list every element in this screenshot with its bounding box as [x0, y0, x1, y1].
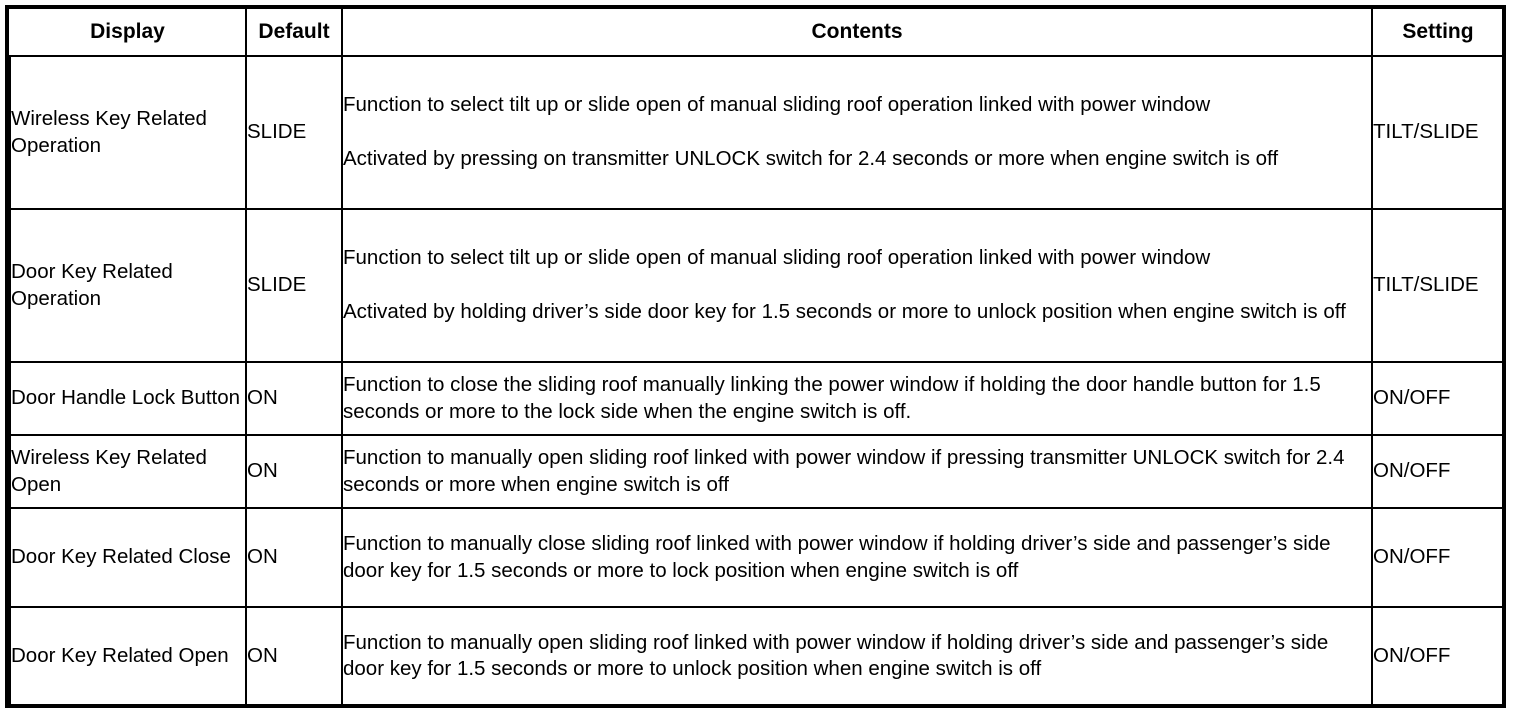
column-header-contents: Contents: [341, 9, 1373, 57]
cell-contents: Function to manually open sliding roof l…: [341, 434, 1373, 509]
table-row: Wireless Key Related Open ON Function to…: [9, 434, 1504, 509]
contents-paragraph: Function to manually open sliding roof l…: [343, 630, 1329, 680]
column-header-display: Display: [10, 9, 247, 57]
table-body: Wireless Key Related Operation SLIDE Fun…: [9, 55, 1504, 704]
contents-paragraph: Activated by pressing on transmitter UNL…: [343, 147, 1279, 171]
contents-paragraph: Activated by holding driver’s side door …: [343, 300, 1346, 324]
cell-display: Door Key Related Close: [9, 507, 247, 608]
cell-contents: Function to manually close sliding roof …: [341, 507, 1373, 608]
contents-paragraph: Function to select tilt up or slide open…: [343, 246, 1211, 270]
cell-setting: TILT/SLIDE: [1371, 208, 1504, 363]
cell-display: Wireless Key Related Open: [9, 434, 247, 509]
cell-setting: ON/OFF: [1371, 507, 1504, 608]
cell-setting: ON/OFF: [1371, 434, 1504, 509]
contents-paragraph: Function to manually close sliding roof …: [343, 532, 1331, 582]
table-row: Door Handle Lock Button ON Function to c…: [9, 361, 1504, 436]
table-row: Door Key Related Open ON Function to man…: [9, 606, 1504, 704]
cell-display: Door Key Related Operation: [9, 208, 247, 363]
spec-table-container: Display Default Contents Setting Wireles…: [5, 5, 1506, 708]
column-header-setting: Setting: [1371, 9, 1503, 57]
cell-display: Wireless Key Related Operation: [9, 55, 247, 210]
cell-contents: Function to select tilt up or slide open…: [341, 208, 1373, 363]
contents-paragraph: Function to manually open sliding roof l…: [343, 446, 1345, 496]
cell-contents: Function to select tilt up or slide open…: [341, 55, 1373, 210]
cell-contents: Function to manually open sliding roof l…: [341, 606, 1373, 704]
cell-default: SLIDE: [245, 208, 343, 363]
table-row: Door Key Related Close ON Function to ma…: [9, 507, 1504, 608]
cell-default: ON: [245, 361, 343, 436]
cell-setting: ON/OFF: [1371, 606, 1504, 704]
cell-contents: Function to close the sliding roof manua…: [341, 361, 1373, 436]
cell-default: ON: [245, 606, 343, 704]
settings-specification-table: Display Default Contents Setting Wireles…: [9, 9, 1504, 704]
cell-default: SLIDE: [245, 55, 343, 210]
table-row: Wireless Key Related Operation SLIDE Fun…: [9, 55, 1504, 210]
contents-paragraph: Function to select tilt up or slide open…: [343, 93, 1211, 117]
contents-paragraph: Function to close the sliding roof manua…: [343, 373, 1321, 423]
cell-setting: TILT/SLIDE: [1371, 55, 1504, 210]
cell-display: Door Handle Lock Button: [9, 361, 247, 436]
cell-default: ON: [245, 434, 343, 509]
cell-default: ON: [245, 507, 343, 608]
table-header-row: Display Default Contents Setting: [10, 9, 1503, 57]
cell-setting: ON/OFF: [1371, 361, 1504, 436]
cell-display: Door Key Related Open: [9, 606, 247, 704]
table-row: Door Key Related Operation SLIDE Functio…: [9, 208, 1504, 363]
column-header-default: Default: [245, 9, 343, 57]
